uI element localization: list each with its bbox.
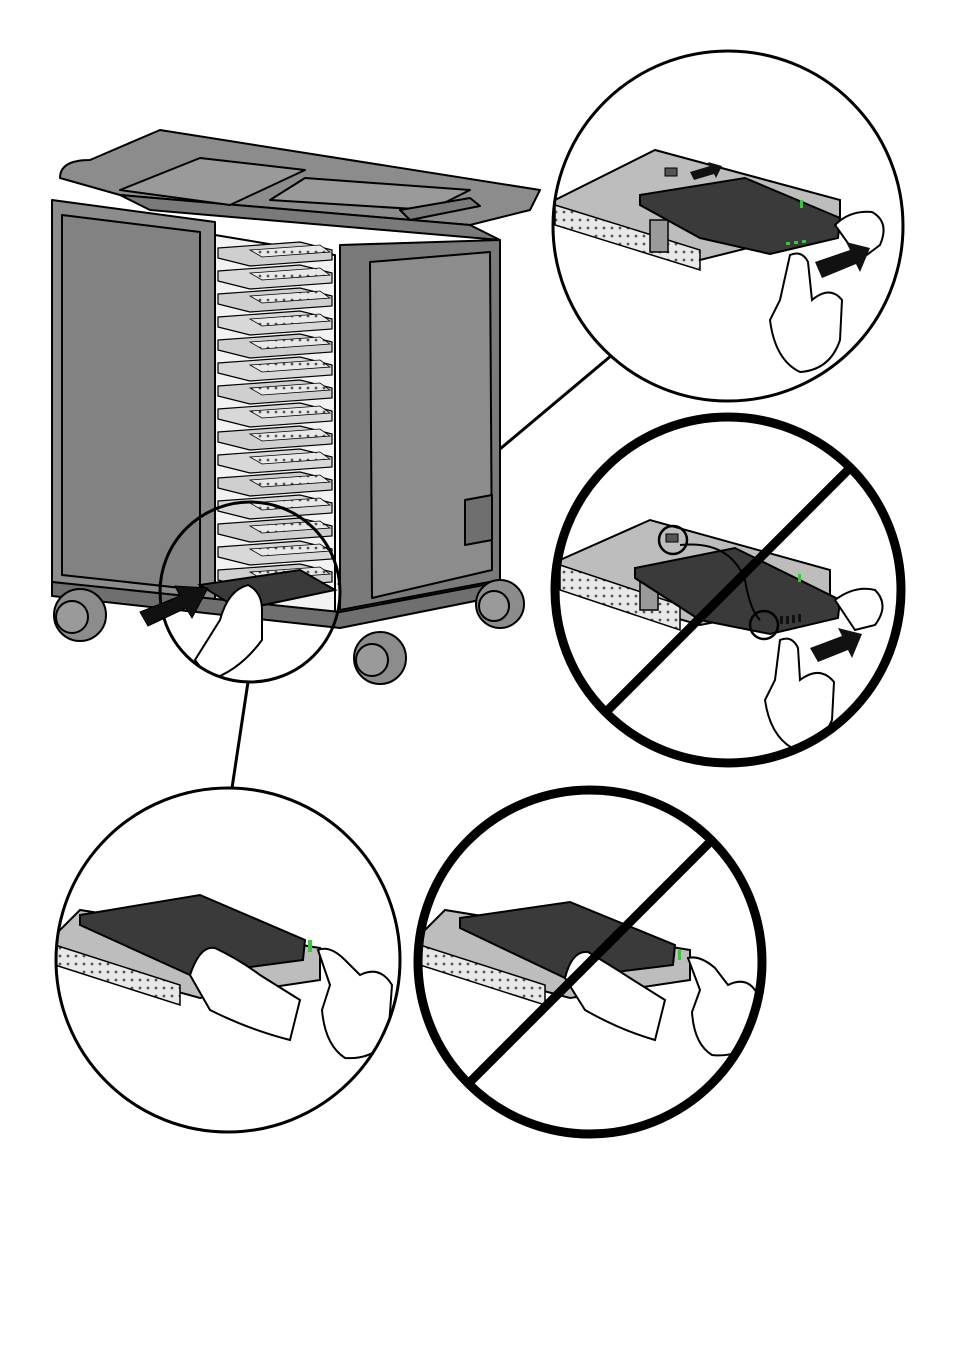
detail-correct-led <box>55 788 400 1132</box>
detail-wrong-led <box>418 790 762 1134</box>
detail-wrong-cable <box>555 417 901 763</box>
detail-correct-insert <box>553 51 903 401</box>
insert-arrow-icon <box>815 242 870 278</box>
cart-slots <box>218 242 332 588</box>
insert-arrow-icon <box>810 628 862 662</box>
